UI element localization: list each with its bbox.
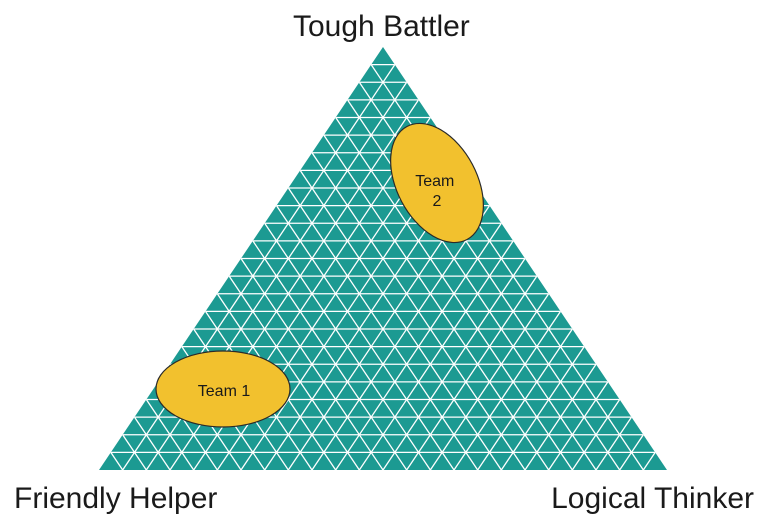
team-2-label-line-1: Team (415, 173, 454, 190)
vertex-label-friendly-helper: Friendly Helper (14, 482, 218, 515)
team-2-label-line-2: 2 (433, 193, 442, 210)
grid-line (595, 416, 633, 470)
grid-line (252, 240, 408, 470)
svg-text:Team 2: Team 2 (415, 173, 459, 210)
grid-line (548, 381, 609, 470)
grid-line (406, 275, 538, 470)
grid-line (275, 205, 455, 470)
team-1-region: Team 1 (155, 350, 291, 428)
grid-line (110, 452, 124, 470)
grid-line (642, 452, 656, 470)
grid-line (133, 416, 171, 470)
grid-line (323, 134, 550, 470)
grid-line (311, 205, 491, 470)
grid-line (453, 311, 562, 470)
svg-text:Team 1: Team 1 (198, 383, 251, 400)
grid-line (358, 240, 514, 470)
grid-line (228, 275, 360, 470)
team-2-region: Team 2 (390, 122, 484, 244)
grid-line (500, 346, 585, 470)
team-1-ellipse (155, 350, 291, 428)
vertex-label-tough-battler: Tough Battler (293, 10, 470, 43)
vertex-label-logical-thinker: Logical Thinker (551, 482, 754, 515)
grid-line (287, 187, 479, 470)
grid-line (346, 99, 597, 470)
grid-line (335, 117, 573, 470)
grid-line (299, 170, 502, 470)
team-1-label: Team 1 (198, 383, 251, 400)
team-2-ellipse (390, 122, 484, 244)
